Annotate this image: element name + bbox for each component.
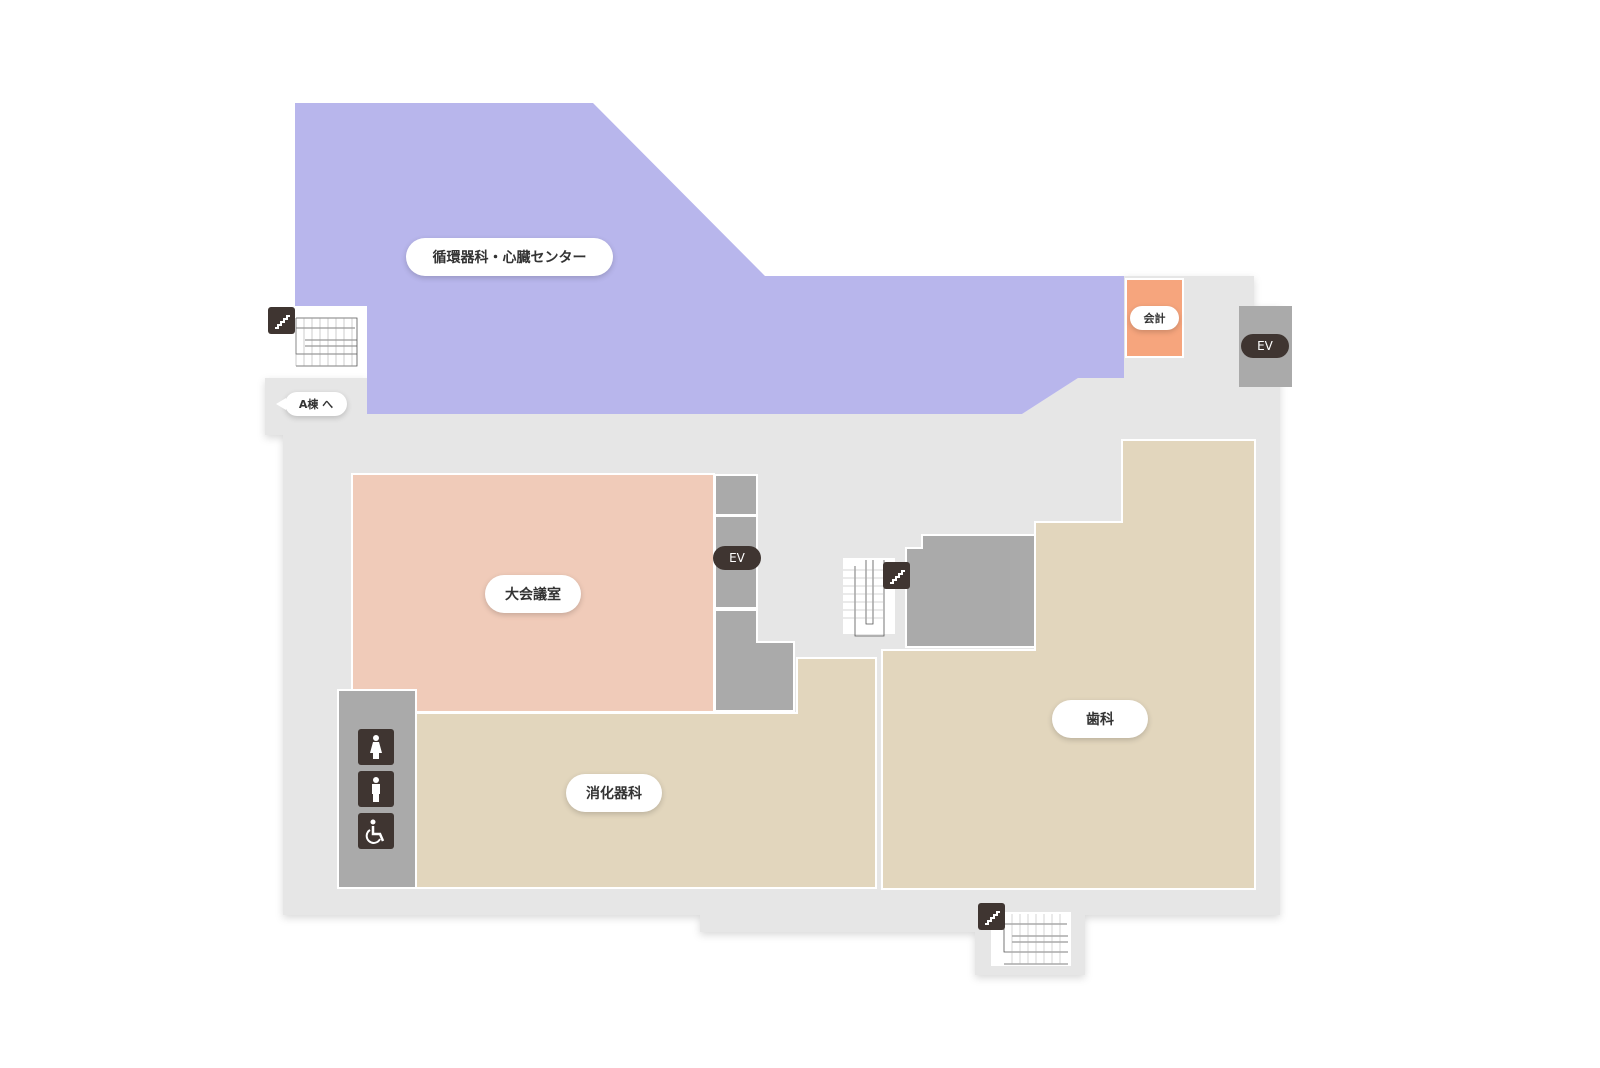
label-conference[interactable]: 大会議室 — [485, 575, 581, 613]
label-cardio[interactable]: 循環器科・心臓センター — [406, 238, 613, 276]
pointer-icon — [276, 398, 286, 410]
stairs-icon — [268, 307, 295, 334]
stairs-top-left — [283, 306, 367, 372]
stairs-icon — [978, 903, 1005, 930]
utility-block — [905, 534, 1036, 648]
elevator-center[interactable]: EV — [713, 546, 761, 570]
female-restroom-icon — [358, 729, 394, 765]
male-restroom-icon — [358, 771, 394, 807]
stairs-icon — [883, 562, 910, 589]
room-cardio[interactable] — [295, 103, 1124, 414]
label-accounting[interactable]: 会計 — [1130, 306, 1179, 330]
label-dental[interactable]: 歯科 — [1052, 700, 1148, 738]
elevator-right[interactable]: EV — [1241, 334, 1289, 358]
label-gastro[interactable]: 消化器科 — [566, 774, 662, 812]
accessible-restroom-icon — [358, 813, 394, 849]
exit-to-a-building[interactable]: A棟 へ — [285, 392, 347, 416]
